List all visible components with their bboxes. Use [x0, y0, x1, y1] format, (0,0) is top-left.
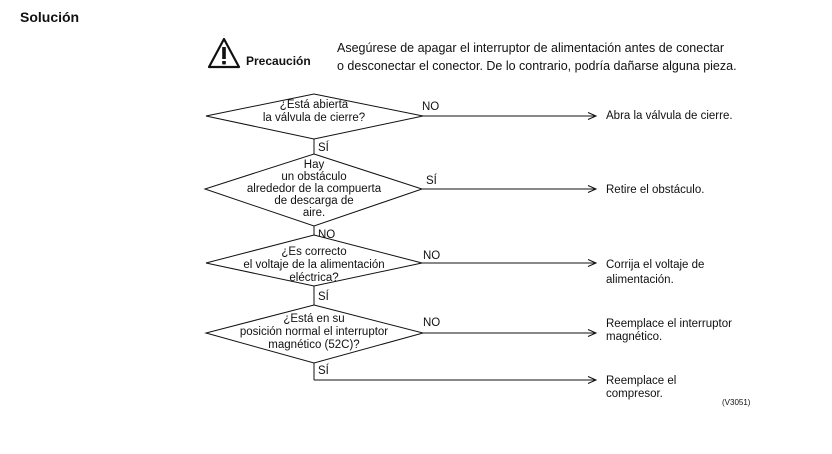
next-label: SÍ [318, 141, 330, 154]
caution-line: Asegúrese de apagar el interruptor de al… [337, 41, 725, 55]
decision-text: magnético (52C)? [268, 339, 359, 351]
decision-text: aire. [303, 207, 325, 219]
decision-text: ¿Es correcto [281, 246, 346, 258]
caution-text: Asegúrese de apagar el interruptor de al… [337, 39, 777, 75]
decision-text: ¿Está abierta [280, 99, 349, 111]
branch-label: SÍ [426, 174, 438, 187]
arrow-head [587, 185, 598, 193]
next-label: SÍ [318, 290, 330, 303]
action-text: magnético. [606, 331, 662, 343]
arrow-head [587, 329, 598, 337]
figure-code: (V3051) [722, 398, 751, 407]
branch-label: NO [423, 317, 440, 329]
decision-text: Hay [304, 159, 325, 171]
caution-line: o desconectar el conector. De lo contrar… [337, 59, 737, 73]
caution-label: Precaución [246, 54, 311, 68]
decision-text: el voltaje de la alimentación [243, 259, 384, 271]
decision-text: eléctrica? [289, 272, 338, 284]
decision-text: la válvula de cierre? [263, 112, 365, 124]
action-text: alimentación. [606, 274, 674, 286]
warning-triangle-icon [207, 37, 241, 69]
action-text: Reemplace el interruptor [606, 318, 732, 330]
arrow-head [587, 259, 598, 267]
arrow-head [587, 376, 598, 384]
arrow-head [587, 112, 598, 120]
decision-text: ¿Está en su [283, 313, 344, 325]
action-text: Retire el obstáculo. [606, 184, 704, 196]
page-title: Solución [20, 9, 80, 25]
final-action-text: compresor. [606, 388, 663, 400]
branch-label: NO [423, 250, 440, 262]
branch-label: NO [422, 101, 439, 113]
decision-text: de descarga de [274, 195, 353, 207]
decision-text: un obstáculo [281, 171, 346, 183]
action-text: Corrija el voltaje de [606, 259, 704, 271]
next-label: SÍ [318, 364, 330, 377]
final-action-text: Reemplace el [606, 375, 676, 387]
action-text: Abra la válvula de cierre. [606, 110, 733, 122]
decision-text: posición normal el interruptor [240, 326, 388, 338]
decision-text: alrededor de la compuerta [247, 183, 382, 195]
